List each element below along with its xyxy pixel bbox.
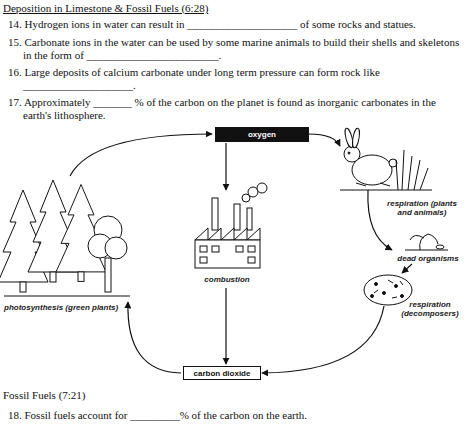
dead-organisms-drawing-part xyxy=(405,250,448,251)
node-text: oxygen xyxy=(248,130,276,139)
trees-drawing xyxy=(0,180,130,296)
decomposers-drawing-part xyxy=(401,295,404,298)
process-label: dead organisms xyxy=(396,254,460,263)
factory-drawing-part xyxy=(212,198,218,230)
cycle-arrows-part xyxy=(309,134,340,146)
factory-drawing-part xyxy=(195,228,260,240)
question-text: 14. Hydrogen ions in water can result in… xyxy=(8,18,470,31)
process-label: respiration (plants and animals) xyxy=(386,199,458,217)
trees-drawing-part xyxy=(105,237,127,259)
question-text: 16. Large deposits of calcium carbonate … xyxy=(8,66,448,92)
rabbit-drawing-part xyxy=(351,128,360,149)
decomposers-drawing xyxy=(364,275,412,305)
decomposers-drawing-part xyxy=(374,280,403,298)
decomposers-drawing-part xyxy=(395,285,398,288)
oxygen-box: oxygen xyxy=(215,127,309,142)
rabbit-drawing-part xyxy=(340,190,432,191)
section-heading: Fossil Fuels (7:21) xyxy=(3,389,86,402)
factory-drawing-part xyxy=(212,246,219,252)
rabbit-drawing-part xyxy=(356,183,390,186)
dead-organisms-drawing-part xyxy=(420,234,438,250)
cycle-arrows xyxy=(70,134,412,373)
dead-organisms-drawing xyxy=(405,234,448,250)
factory-drawing-part xyxy=(248,257,255,263)
trees-drawing-part xyxy=(4,296,130,297)
cycle-arrows-part xyxy=(128,302,181,373)
factory-drawing-part xyxy=(200,257,207,263)
factory-drawing-part xyxy=(200,246,207,252)
factory-drawing-part xyxy=(234,204,240,230)
dead-organisms-drawing-part xyxy=(436,245,444,249)
question-text: 18. Fossil fuels account for _________% … xyxy=(8,409,470,422)
decomposers-drawing-part xyxy=(364,275,412,305)
factory-drawing-part xyxy=(248,187,258,197)
rabbit-drawing-part xyxy=(348,152,350,154)
cycle-arrows-part xyxy=(225,143,226,190)
cycle-arrows-part xyxy=(402,264,412,273)
process-label: photosynthesis (green plants) xyxy=(4,303,118,312)
cycle-arrows-part xyxy=(225,288,226,364)
factory-drawing xyxy=(195,183,267,268)
worksheet-heading: Deposition in Limestone & Fossil Fuels (… xyxy=(3,2,208,15)
rabbit-drawing xyxy=(340,128,432,190)
carbon-dioxide-box: carbon dioxide xyxy=(183,366,261,380)
question-text: 15. Carbonate ions in the water can be u… xyxy=(8,36,463,62)
factory-drawing-part xyxy=(247,208,252,230)
question-text: 17. Approximately _______ % of the carbo… xyxy=(8,96,463,122)
trees-drawing-part xyxy=(105,258,111,292)
factory-drawing-part xyxy=(248,246,255,252)
cycle-arrows-part xyxy=(262,306,384,373)
rabbit-drawing-part xyxy=(396,150,428,190)
dead-organisms-drawing-part xyxy=(410,235,424,240)
decomposers-drawing-part xyxy=(383,292,386,295)
factory-drawing-part xyxy=(236,246,243,252)
process-label: respiration (decomposers) xyxy=(398,300,462,318)
cycle-arrows-part xyxy=(70,134,212,176)
process-label: combustion xyxy=(196,275,258,284)
rabbit-drawing-part xyxy=(344,146,360,162)
node-text: carbon dioxide xyxy=(194,369,251,378)
decomposers-drawing-part xyxy=(375,283,378,286)
factory-drawing-part xyxy=(257,183,267,193)
decomposers-drawing-part xyxy=(371,295,374,298)
factory-drawing-part xyxy=(195,240,260,268)
